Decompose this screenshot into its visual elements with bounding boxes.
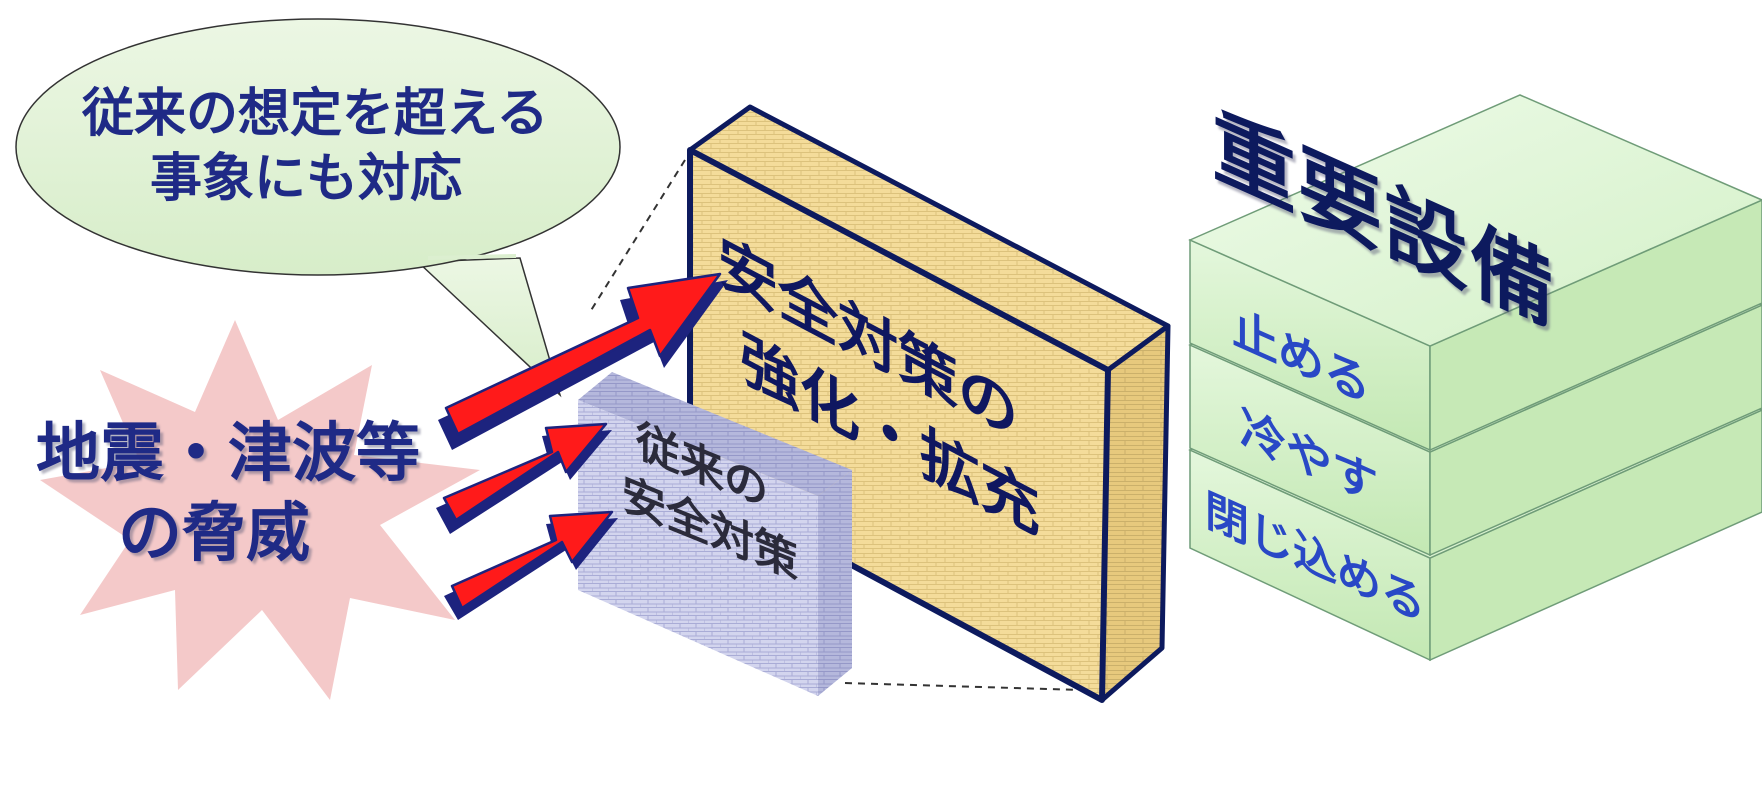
threat-arrows (436, 272, 728, 620)
bubble-text-line1: 従来の想定を超える (82, 84, 549, 144)
facility-tiers (1188, 94, 1762, 662)
arrow-bottom (444, 510, 618, 620)
arrow-middle (436, 422, 612, 534)
arrow-top (438, 272, 728, 450)
burst-shape (40, 320, 480, 700)
threat-label-line2: の脅威 (118, 497, 310, 571)
tier-top (1188, 94, 1762, 452)
conventional-wall-block (578, 372, 852, 696)
speech-bubble (15, 18, 621, 398)
threat-label-line1: 地震・津波等 (36, 417, 420, 491)
bubble-text-line2: 事象にも対応 (150, 149, 463, 209)
enhanced-wall-block (687, 104, 1171, 703)
